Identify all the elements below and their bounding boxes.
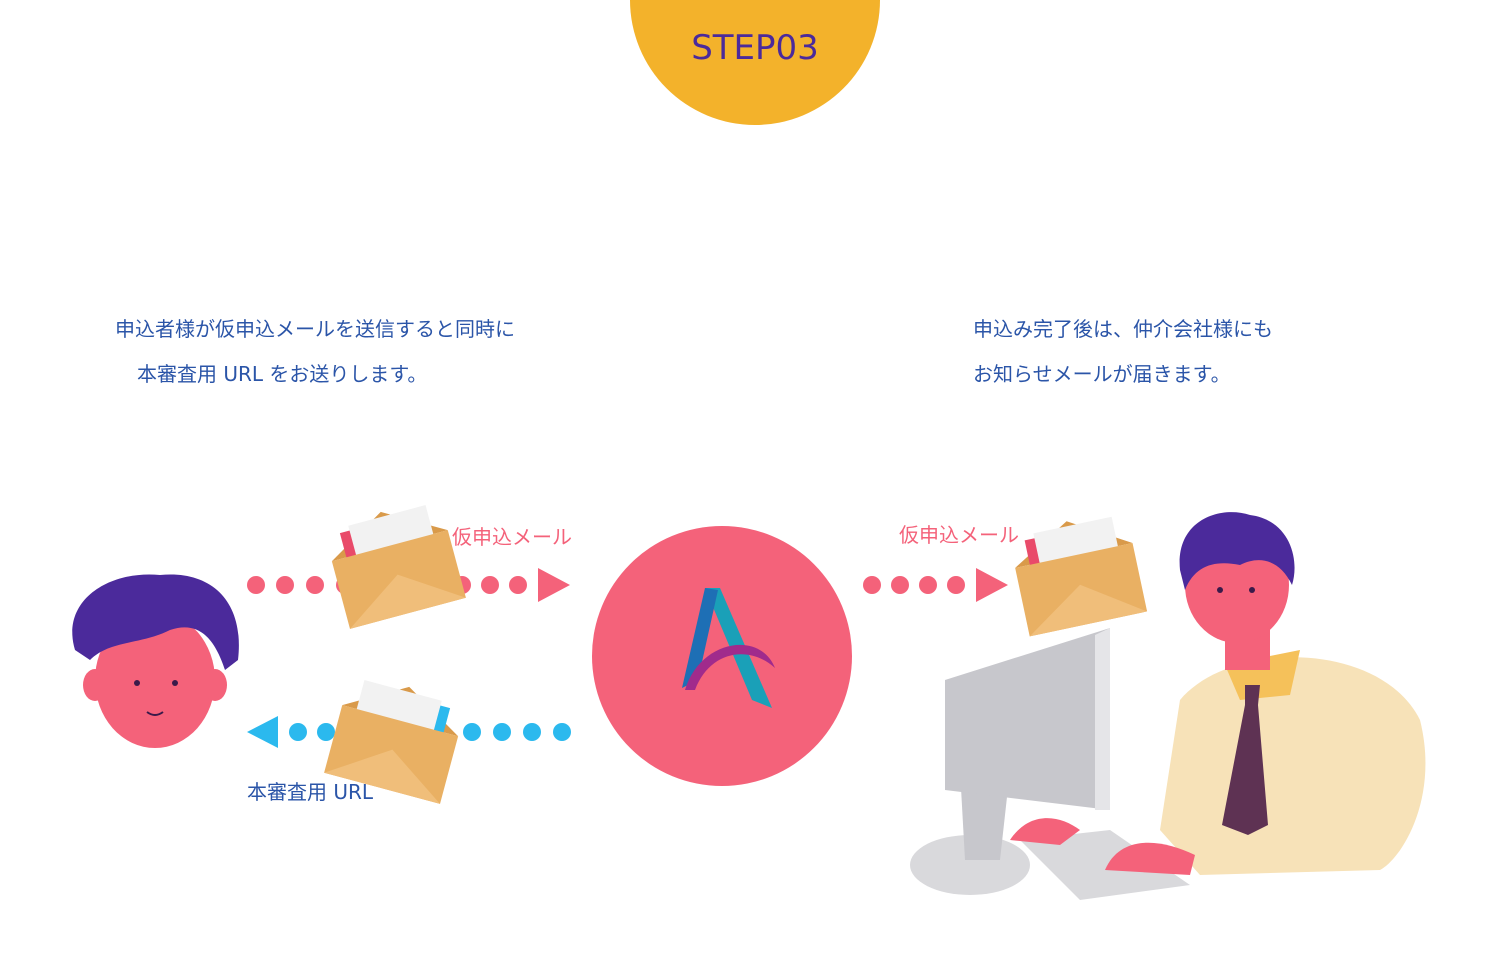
right-description-line2: お知らせメールが届きます。 [973,362,1231,386]
envelope-icon [324,680,459,804]
label-service-to-applicant: 本審査用 URL [247,780,374,804]
envelope-icon [331,505,466,629]
left-description-line1: 申込者様が仮申込メールを送信すると同時に [115,317,515,341]
right-description-line1: 申込み完了後は、仲介会社様にも [973,317,1273,341]
step-label: STEP03 [691,28,819,68]
label-service-to-agent: 仮申込メール [899,523,1019,547]
arrow-service-to-agent [863,568,1008,602]
agent-illustration [910,512,1426,900]
left-description-line2: 本審査用 URL をお送りします。 [137,362,428,386]
service-logo [592,526,852,786]
arrow-service-to-applicant [247,716,571,748]
label-applicant-to-service: 仮申込メール [452,525,572,549]
applicant-avatar [72,574,239,748]
envelope-icon [1015,516,1148,637]
